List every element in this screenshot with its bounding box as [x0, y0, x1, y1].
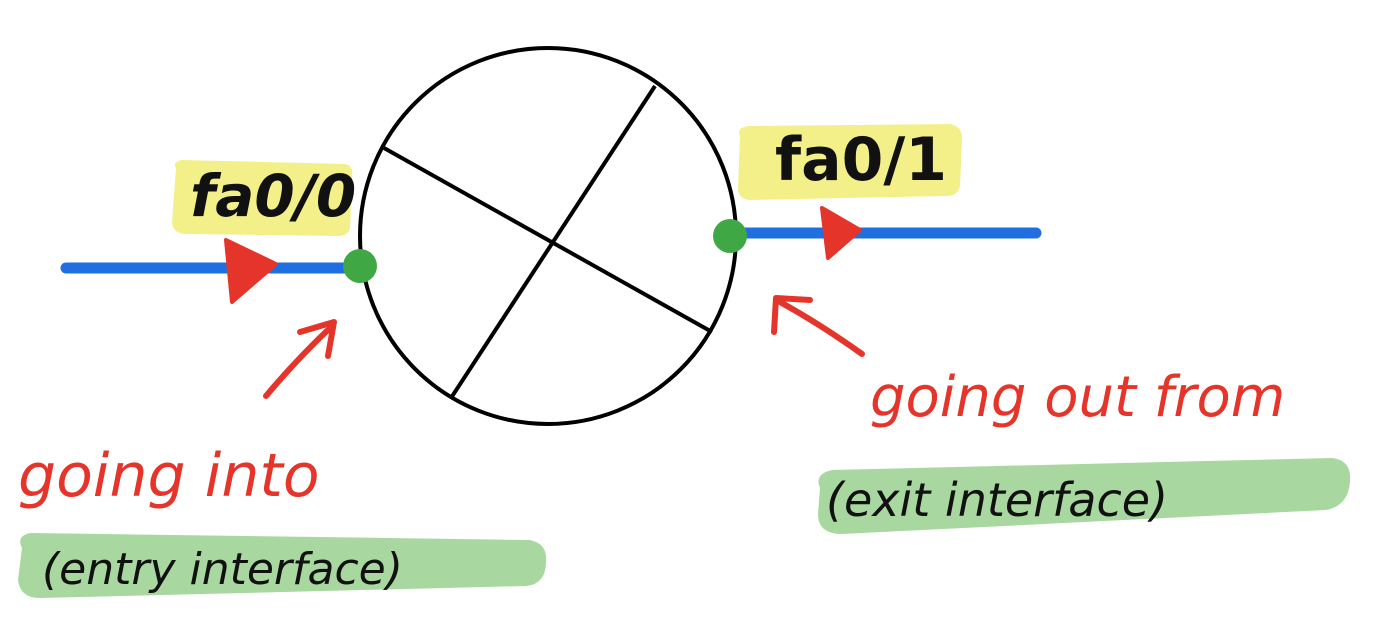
- entry-direction-arrow-icon: [224, 238, 278, 304]
- exit-caption: going out from: [870, 365, 1285, 430]
- exit-note-highlight: [818, 458, 1351, 534]
- exit-port-dot: [713, 219, 747, 253]
- entry-caption: going into: [18, 441, 320, 511]
- exit-label-highlight: [738, 124, 962, 200]
- exit-direction-arrow-icon: [820, 206, 862, 260]
- entry-port-dot: [343, 249, 377, 283]
- exit-interface-label: fa0/1: [775, 125, 947, 195]
- exit-pointer-arrow-icon: [771, 295, 865, 357]
- router-circle-icon: [358, 46, 738, 426]
- entry-note-highlight: [18, 533, 547, 598]
- entry-note: (entry interface): [42, 544, 403, 595]
- entry-pointer-arrow-icon: [263, 319, 337, 399]
- entry-interface-label: fa0/0: [190, 162, 356, 230]
- exit-note: (exit interface): [826, 473, 1168, 527]
- entry-label-highlight: [172, 160, 353, 236]
